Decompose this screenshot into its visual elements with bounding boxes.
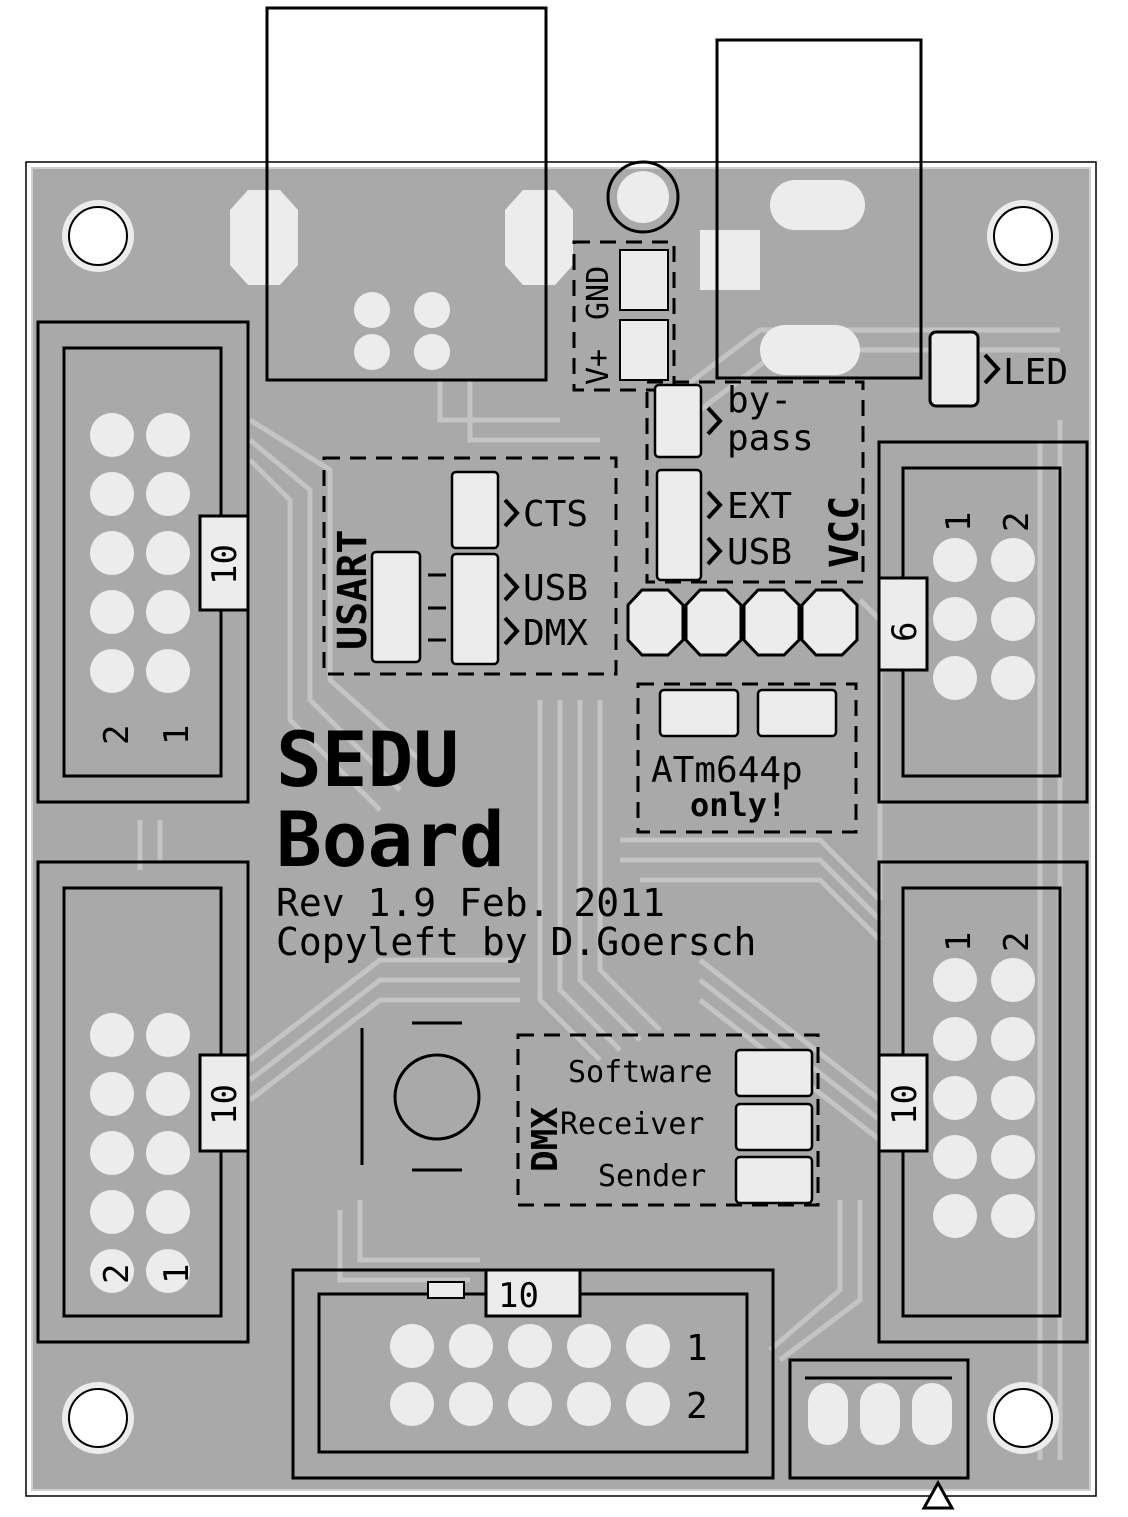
push-button: [360, 1021, 481, 1172]
atm-label-2: only!: [690, 786, 786, 824]
bypass-label-2: pass: [727, 418, 814, 459]
power-jack: [700, 38, 923, 380]
copyleft-text: Copyleft by D.Goersch: [276, 920, 756, 964]
connector-left-top-pin-b: 1: [157, 725, 197, 745]
four-pin-header: [626, 588, 859, 657]
usart-label: USART: [330, 530, 376, 650]
connector-bottom-pin-b: 2: [686, 1386, 708, 1427]
connector-right-bottom-pin-a: 1: [939, 932, 979, 952]
cts-label: CTS: [523, 494, 588, 535]
gnd-label: GND: [581, 266, 616, 320]
vplus-gnd-jumper: GND V+: [572, 240, 676, 392]
vplus-label: V+: [581, 349, 616, 385]
usb-connector: [230, 6, 573, 382]
connector-right-top-pin-a: 1: [939, 512, 979, 532]
connector-right-top-size: 6: [885, 622, 925, 642]
connector-right-top: 6 1 2: [877, 440, 1089, 804]
vcc-label: VCC: [822, 496, 868, 568]
connector-bottom: 10 1 2: [291, 1268, 775, 1480]
ext-label: EXT: [727, 486, 792, 527]
connector-right-bottom-size: 10: [885, 1084, 925, 1125]
board-title: SEDU Board Rev 1.9 Feb. 2011 Copyleft by…: [276, 715, 756, 964]
usart-select: USART CTS USB DMX: [322, 456, 618, 676]
connector-right-bottom-pin-b: 2: [997, 932, 1037, 952]
three-pin-terminal: [788, 1358, 970, 1510]
dmx-mode-select: DMX Software Receiver Sender: [516, 1033, 820, 1207]
atm644p-jumper: ATm644p only!: [636, 682, 858, 834]
connector-left-bottom-pin-a: 2: [97, 1264, 137, 1284]
vcc-select: by- pass EXT USB VCC: [645, 380, 868, 584]
led-label: LED: [1003, 352, 1068, 393]
connector-left-top: 10 2 1: [36, 320, 250, 804]
usb-power-label: USB: [727, 532, 792, 573]
title-line-2: Board: [276, 795, 505, 884]
connector-left-bottom-pin-b: 1: [157, 1264, 197, 1284]
connector-right-top-pin-b: 2: [997, 512, 1037, 532]
software-label: Software: [568, 1055, 713, 1090]
connector-right-bottom: 10 1 2: [877, 860, 1089, 1344]
dmx-uart-label: DMX: [523, 613, 588, 654]
sender-label: Sender: [598, 1159, 706, 1194]
receiver-label: Receiver: [560, 1107, 705, 1142]
atm-label-1: ATm644p: [651, 750, 803, 791]
connector-left-bottom-size: 10: [205, 1084, 245, 1125]
dmx-mode-label: DMX: [525, 1107, 566, 1172]
board-outline: [25, 161, 1097, 1497]
mounting-holes: [62, 200, 1059, 1454]
connector-left-top-pin-a: 2: [97, 725, 137, 745]
revision-text: Rev 1.9 Feb. 2011: [276, 881, 665, 925]
title-line-1: SEDU: [276, 715, 459, 804]
status-led: LED: [606, 160, 1068, 408]
connector-bottom-pin-a: 1: [686, 1328, 708, 1369]
connector-left-top-size: 10: [205, 544, 245, 585]
connector-bottom-size: 10: [498, 1276, 539, 1316]
bypass-label-1: by-: [727, 380, 792, 421]
usb-uart-label: USB: [523, 568, 588, 609]
connector-left-bottom: 10 2 1: [36, 860, 250, 1344]
